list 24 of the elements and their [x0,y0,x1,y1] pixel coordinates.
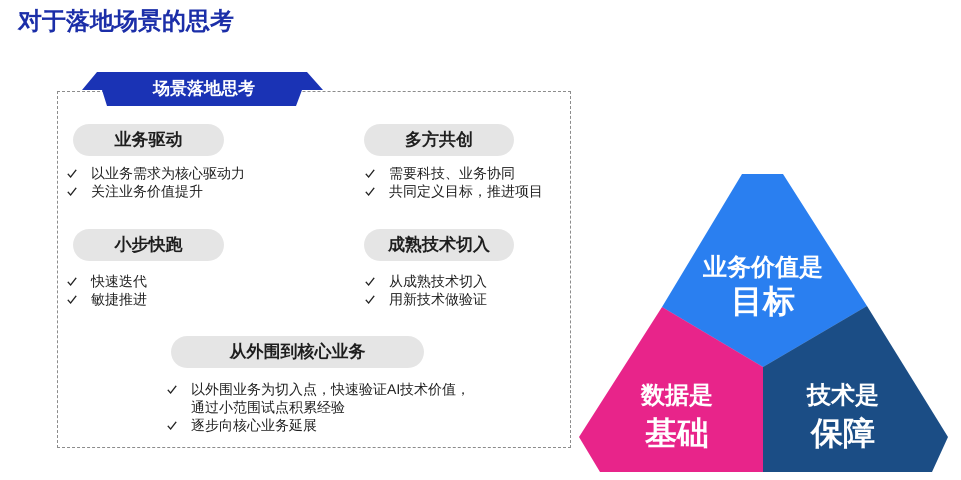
segment-title: 目标 [731,284,795,320]
bullet-text: 共同定义目标，推进项目 [389,182,543,200]
section-heading: 多方共创 [364,124,514,156]
frame-heading: 场景落地思考 [153,79,255,99]
section-heading: 业务驱动 [73,124,224,156]
segment-caption: 数据是 [641,383,713,410]
section-heading: 小步快跑 [73,229,224,261]
bullet-text: 逐步向核心业务延展 [191,416,317,434]
section-heading: 成熟技术切入 [364,229,514,261]
segment-caption: 业务价值是 [703,255,823,282]
pyramid-segment [662,174,867,367]
bullet-text: 以业务需求为核心驱动力 [91,164,245,182]
section-heading: 从外围到核心业务 [171,336,424,368]
segment-caption: 技术是 [807,383,879,410]
bullet-text: 快速迭代 [91,272,147,290]
bullet-text: 以外围业务为切入点，快速验证AI技术价值，通过小范围试点积累经验 [191,380,472,416]
bullet-text: 从成熟技术切入 [389,272,487,290]
bullet-text: 用新技术做验证 [389,290,487,308]
segment-title: 基础 [645,416,709,452]
page-title: 对于落地场景的思考 [18,8,234,37]
bullet-text: 需要科技、业务协同 [389,164,515,182]
bullet-text: 关注业务价值提升 [91,182,203,200]
bullet-text: 敏捷推进 [91,290,147,308]
segment-title: 保障 [811,416,875,452]
